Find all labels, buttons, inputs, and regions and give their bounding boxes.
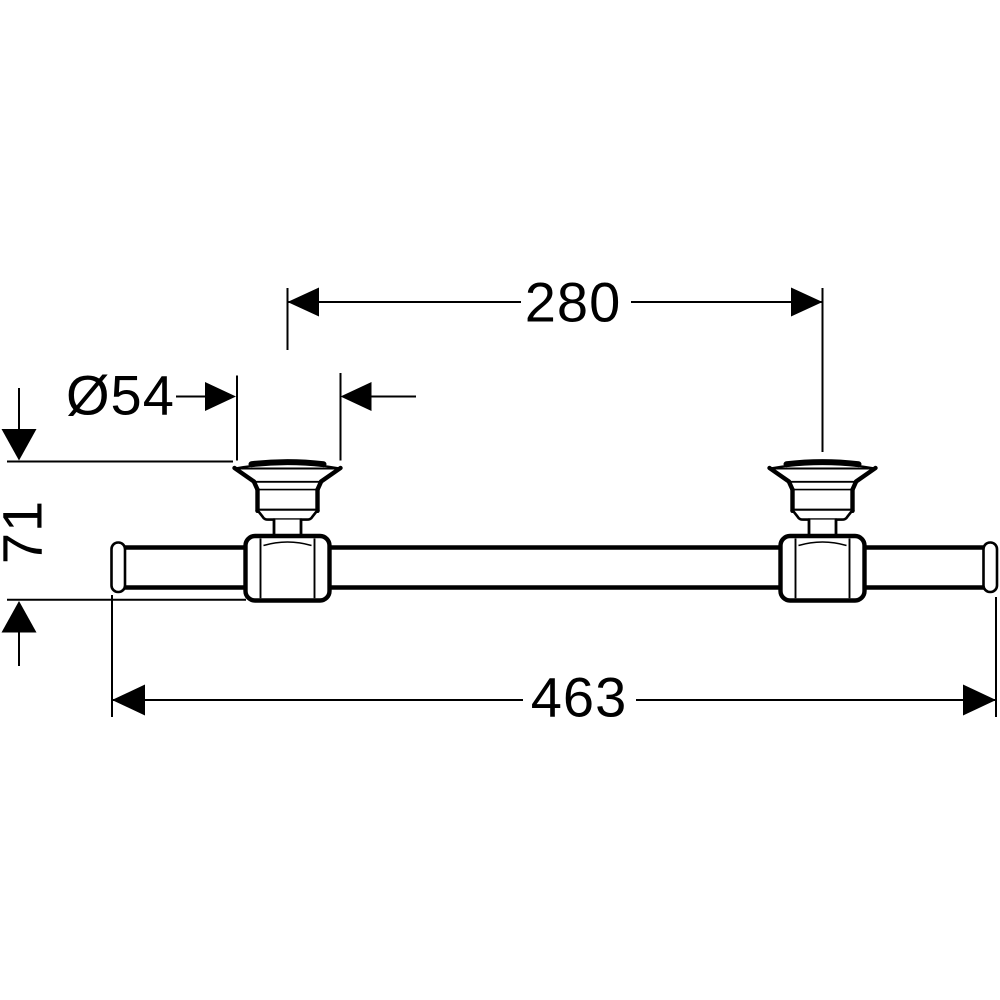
dimension-label-depth: 71 bbox=[0, 500, 54, 564]
wall-mount-left bbox=[235, 462, 341, 600]
dimension-flange-diameter: Ø54 bbox=[66, 364, 416, 461]
end-cap-right bbox=[982, 541, 999, 594]
arrowhead-right-icon bbox=[791, 287, 823, 317]
dimension-depth: 71 bbox=[0, 388, 246, 666]
arrowhead-left-icon bbox=[112, 684, 145, 716]
dimension-overall-length: 463 bbox=[111, 595, 997, 729]
arrowhead-down-icon bbox=[1, 429, 37, 461]
arrowhead-left-icon bbox=[287, 287, 319, 317]
dimension-label-overall-length: 463 bbox=[531, 666, 627, 729]
arrowhead-right-icon bbox=[205, 382, 236, 411]
arrowhead-up-icon bbox=[1, 601, 37, 633]
towel-bar-product bbox=[110, 462, 999, 600]
end-cap-left bbox=[110, 541, 127, 594]
arrowhead-right-icon bbox=[963, 684, 996, 716]
dimension-label-flange-diameter: Ø54 bbox=[66, 364, 175, 427]
wall-mount-right bbox=[770, 462, 876, 600]
dimension-mount-spacing: 280 bbox=[286, 271, 824, 452]
dimension-label-mount-spacing: 280 bbox=[525, 271, 621, 334]
arrowhead-left-icon bbox=[340, 382, 372, 411]
